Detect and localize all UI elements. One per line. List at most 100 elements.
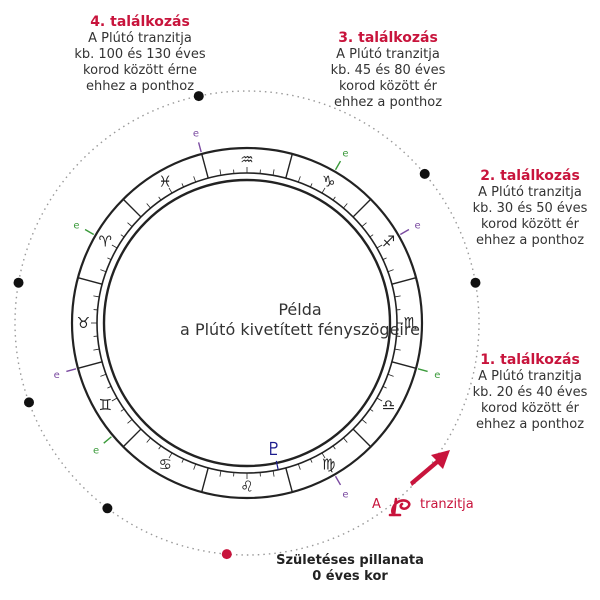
degree-tick xyxy=(158,196,162,201)
degree-tick xyxy=(369,408,374,412)
sign-glyph: ♍ xyxy=(322,456,335,474)
degree-tick xyxy=(219,169,222,176)
birth-caption: Születéses pillanata 0 éves kor xyxy=(250,553,450,585)
sign-glyph: ♑ xyxy=(322,172,335,190)
degree-tick xyxy=(93,295,100,298)
aspect-tick xyxy=(334,160,342,171)
degree-tick xyxy=(193,463,197,470)
encounter-2-label: 2. találkozás A Plútó tranzitja kb. 30 é… xyxy=(462,168,598,249)
transit-word: tranzitja xyxy=(420,497,474,512)
encounter-3-title: 3. találkozás xyxy=(338,30,438,46)
sign-divider xyxy=(201,467,209,493)
encounter-2-line-2: kb. 30 és 50 éves xyxy=(472,201,588,216)
aspect-glyph: e xyxy=(54,370,60,381)
encounter-1-title: 1. találkozás xyxy=(480,352,580,368)
degree-tick xyxy=(321,187,326,194)
encounter-3-label: 3. találkozás A Plútó tranzitja kb. 45 é… xyxy=(320,30,456,111)
wheel-outer-ring xyxy=(70,146,424,500)
center-caption: Példa a Plútó kivetített fényszögeire xyxy=(170,300,430,340)
degree-tick xyxy=(100,269,107,273)
degree-tick xyxy=(168,452,173,459)
sign-divider xyxy=(77,277,103,285)
orbit-dot xyxy=(419,168,430,179)
orbit-dot xyxy=(221,549,232,560)
degree-tick xyxy=(361,222,367,227)
aspect-tick xyxy=(417,368,428,373)
aspect-glyph: e xyxy=(415,221,421,232)
aspect-tick xyxy=(399,228,410,236)
degree-tick xyxy=(219,470,222,477)
encounter-2-line-3: korod között ér xyxy=(481,217,579,232)
orbit-dot xyxy=(193,91,204,102)
aspect-glyph: e xyxy=(342,490,348,501)
aspect-glyph: e xyxy=(73,221,79,232)
encounter-1-line-4: ehhez a ponthoz xyxy=(475,417,585,432)
encounter-1-label: 1. találkozás A Plútó tranzitja kb. 20 é… xyxy=(462,352,598,433)
aspect-tick xyxy=(197,142,202,153)
sign-glyph: ♈ xyxy=(99,232,112,250)
degree-tick xyxy=(394,295,401,298)
sign-divider xyxy=(201,153,209,179)
degree-tick xyxy=(332,196,336,201)
transit-arrow xyxy=(410,450,450,486)
pluto-transit-icon xyxy=(388,497,411,517)
degree-tick xyxy=(382,386,387,389)
encounter-1-line-3: korod között ér xyxy=(481,401,579,416)
sign-glyph: ♒ xyxy=(240,151,253,169)
degree-tick xyxy=(382,257,387,260)
degree-tick xyxy=(310,458,313,463)
degree-tick xyxy=(343,203,348,209)
aspect-tick xyxy=(84,228,95,236)
degree-tick xyxy=(394,348,401,351)
orbit-dot xyxy=(102,503,113,514)
encounter-3-line-3: korod között ér xyxy=(339,79,437,94)
sign-glyph: ♉ xyxy=(77,314,90,332)
encounter-3-line-2: kb. 45 és 80 éves xyxy=(330,63,446,78)
sign-glyph: ♐ xyxy=(382,232,395,250)
degree-tick xyxy=(127,419,133,424)
sign-glyph: ♎ xyxy=(382,396,395,414)
degree-tick xyxy=(120,234,125,238)
degree-tick xyxy=(332,445,336,450)
sign-divider xyxy=(352,428,372,448)
sign-divider xyxy=(352,198,372,218)
encounter-1-line-2: kb. 20 és 40 éves xyxy=(472,385,588,400)
degree-tick xyxy=(387,269,394,273)
degree-tick xyxy=(93,348,100,351)
sign-divider xyxy=(285,153,293,179)
sign-divider xyxy=(122,198,142,218)
degree-tick xyxy=(127,222,133,227)
pluto-marker: ♇ xyxy=(266,439,282,460)
encounter-4-line-1: A Plútó tranzitja xyxy=(88,31,192,46)
encounter-4-line-4: ehhez a ponthoz xyxy=(85,79,195,94)
degree-tick xyxy=(376,244,383,249)
aspect-glyph: e xyxy=(193,129,199,140)
degree-tick xyxy=(146,437,151,443)
degree-tick xyxy=(107,386,112,389)
degree-tick xyxy=(158,445,162,450)
orbit-circle xyxy=(14,90,480,556)
degree-tick xyxy=(369,234,374,238)
degree-tick xyxy=(111,397,118,402)
sign-glyph: ♊ xyxy=(99,396,112,414)
sign-glyph: ♌ xyxy=(240,478,253,496)
pluto-line xyxy=(275,460,279,470)
encounter-3-line-1: A Plútó tranzitja xyxy=(336,47,440,62)
degree-tick xyxy=(120,408,125,412)
encounter-2-line-4: ehhez a ponthoz xyxy=(475,233,585,248)
encounter-1-line-1: A Plútó tranzitja xyxy=(478,369,582,384)
degree-tick xyxy=(321,452,326,459)
degree-tick xyxy=(387,373,394,377)
degree-tick xyxy=(361,419,367,424)
center-caption-line-1: Példa xyxy=(278,300,322,319)
degree-tick xyxy=(181,183,184,188)
orbit-dot xyxy=(23,397,34,408)
sign-glyph: ♏ xyxy=(404,314,418,332)
encounter-4-line-3: korod között érne xyxy=(83,63,197,78)
center-caption-line-2: a Plútó kivetített fényszögeire xyxy=(180,320,420,339)
encounter-4-title: 4. találkozás xyxy=(90,14,190,30)
pluto-transit-label: A tranzitja xyxy=(362,495,502,517)
degree-tick xyxy=(376,397,383,402)
degree-tick xyxy=(343,437,348,443)
degree-tick xyxy=(272,470,275,477)
